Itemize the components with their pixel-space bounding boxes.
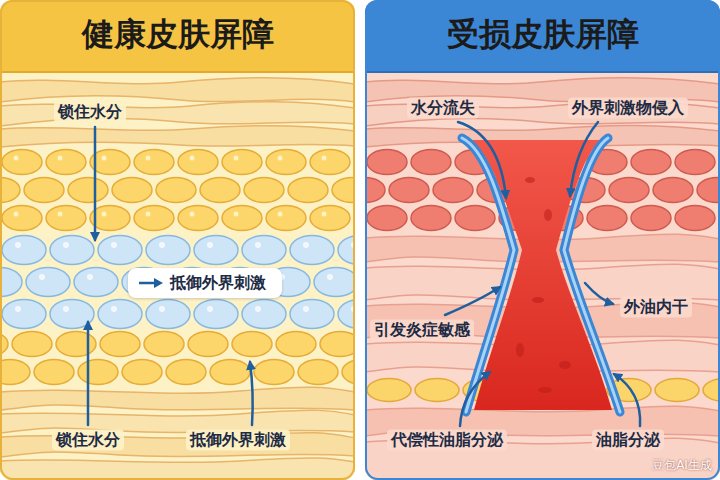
arrow-icon xyxy=(138,276,164,290)
arrow-shaft xyxy=(139,282,156,285)
callout-label: 锁住水分 xyxy=(52,429,124,450)
healthy-skin xyxy=(0,0,355,480)
panel-title: 受损皮肤屏障 xyxy=(365,15,720,53)
panel: 受损皮肤屏障 xyxy=(365,0,720,480)
arrow-head xyxy=(154,278,163,288)
callout-label: 锁住水分 xyxy=(54,101,126,122)
panel-title: 健康皮肤屏障 xyxy=(0,15,355,53)
callout-label: 抵御外界刺激 xyxy=(186,429,290,450)
damaged-skin xyxy=(365,0,720,480)
callout-text: 抵御外界刺激 xyxy=(170,273,266,293)
callout-label: 油脂分泌 xyxy=(592,429,664,450)
callout-box: 抵御外界刺激 xyxy=(128,268,282,298)
leader-arrows xyxy=(88,122,640,426)
callout-label: 水分流失 xyxy=(407,97,479,118)
callout-label: 外界刺激物侵入 xyxy=(568,97,688,118)
callout-label: 代偿性油脂分泌 xyxy=(387,429,507,450)
watermark: 豆包AI生成 xyxy=(650,458,714,472)
callout-label: 引发炎症敏感 xyxy=(370,319,474,340)
callout-label: 外油内干 xyxy=(620,296,692,317)
panel: 健康皮肤屏障抵御外界刺激 xyxy=(0,0,355,480)
